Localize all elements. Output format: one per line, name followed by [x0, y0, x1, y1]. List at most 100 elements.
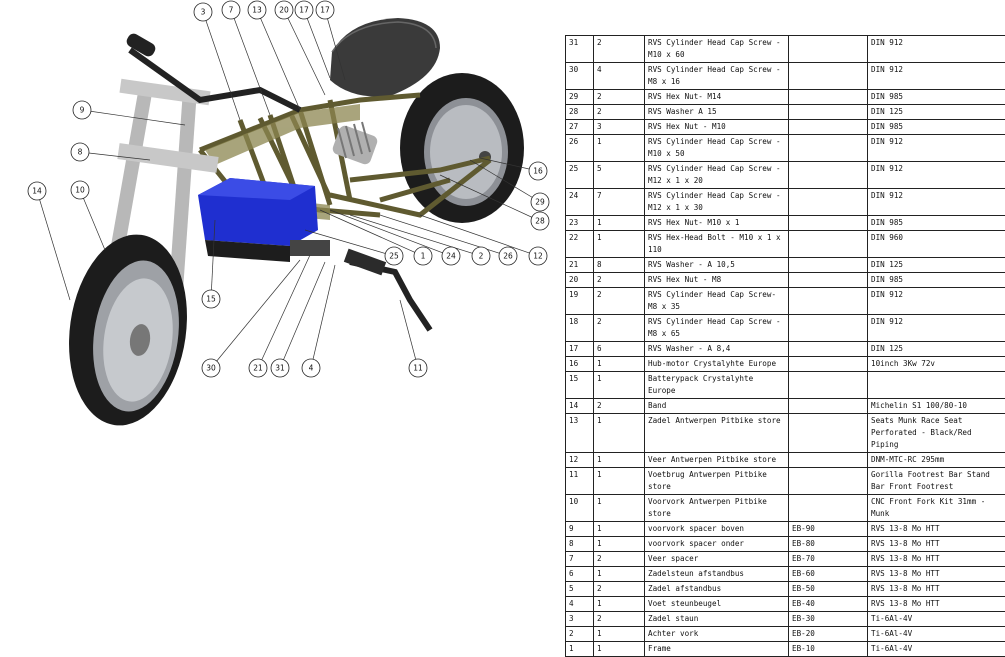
svg-text:25: 25	[389, 252, 399, 261]
bom-cell-material: RVS 13-8 Mo HTT	[868, 552, 1005, 567]
bom-cell-code	[789, 372, 868, 399]
bom-cell-code	[789, 189, 868, 216]
footrest-stand	[290, 240, 430, 330]
bom-cell-code	[789, 399, 868, 414]
bom-cell-code	[789, 135, 868, 162]
bom-cell-qty: 1	[594, 597, 645, 612]
callout-balloon: 13	[248, 1, 266, 19]
bom-cell-qty: 2	[594, 612, 645, 627]
bom-cell-item: 6	[566, 567, 594, 582]
bom-cell-desc: RVS Washer - A 10,5	[645, 258, 789, 273]
bom-cell-material: DIN 125	[868, 105, 1005, 120]
bom-cell-desc: RVS Hex Nut - M8	[645, 273, 789, 288]
callout-balloon: 11	[409, 359, 427, 377]
bom-cell-desc: Veer spacer	[645, 552, 789, 567]
bom-cell-code	[789, 90, 868, 105]
bom-cell-desc: Zadel afstandbus	[645, 582, 789, 597]
bom-cell-material: RVS 13-8 Mo HTT	[868, 597, 1005, 612]
bom-cell-qty: 1	[594, 357, 645, 372]
bom-cell-desc: RVS Washer - A 8,4	[645, 342, 789, 357]
svg-text:7: 7	[229, 6, 234, 15]
bom-cell-qty: 2	[594, 273, 645, 288]
callout-balloon: 7	[222, 1, 240, 19]
bom-cell-item: 7	[566, 552, 594, 567]
bom-cell-desc: Frame	[645, 642, 789, 657]
bom-cell-code	[789, 453, 868, 468]
callout-balloon: 30	[202, 359, 220, 377]
bom-cell-code	[789, 105, 868, 120]
bom-cell-material: DIN 912	[868, 36, 1005, 63]
bom-cell-desc: Hub-motor Crystalyhte Europe	[645, 357, 789, 372]
bom-cell-qty: 2	[594, 315, 645, 342]
bom-cell-material	[868, 372, 1005, 399]
bom-cell-material: DIN 912	[868, 162, 1005, 189]
bom-cell-code	[789, 216, 868, 231]
bom-cell-desc: Zadel Antwerpen Pitbike store	[645, 414, 789, 453]
svg-text:12: 12	[533, 252, 543, 261]
svg-text:1: 1	[421, 252, 426, 261]
bom-cell-item: 22	[566, 231, 594, 258]
svg-text:31: 31	[275, 364, 285, 373]
svg-text:8: 8	[78, 148, 83, 157]
bom-cell-item: 20	[566, 273, 594, 288]
svg-text:4: 4	[309, 364, 314, 373]
callout-leader	[284, 10, 325, 95]
bom-cell-item: 30	[566, 63, 594, 90]
bom-cell-material: DIN 985	[868, 216, 1005, 231]
bom-cell-item: 21	[566, 258, 594, 273]
bom-cell-code: EB-80	[789, 537, 868, 552]
svg-text:16: 16	[533, 167, 543, 176]
bom-cell-desc: RVS Cylinder Head Cap Screw- M8 x 35	[645, 288, 789, 315]
bom-cell-item: 29	[566, 90, 594, 105]
bom-cell-qty: 4	[594, 63, 645, 90]
svg-text:28: 28	[535, 217, 545, 226]
bom-cell-item: 10	[566, 495, 594, 522]
bom-cell-code: EB-50	[789, 582, 868, 597]
bom-cell-desc: RVS Cylinder Head Cap Screw - M8 x 65	[645, 315, 789, 342]
bom-cell-code: EB-70	[789, 552, 868, 567]
bom-cell-material: DIN 985	[868, 120, 1005, 135]
bom-cell-qty: 2	[594, 105, 645, 120]
svg-text:2: 2	[479, 252, 484, 261]
seat	[330, 18, 440, 97]
callout-balloon: 28	[531, 212, 549, 230]
bom-cell-qty: 1	[594, 537, 645, 552]
bom-cell-qty: 1	[594, 216, 645, 231]
bom-cell-item: 12	[566, 453, 594, 468]
svg-text:13: 13	[252, 6, 262, 15]
svg-text:17: 17	[299, 6, 309, 15]
bom-cell-material: DIN 125	[868, 258, 1005, 273]
callout-balloon: 29	[531, 193, 549, 211]
bom-cell-desc: voorvork spacer boven	[645, 522, 789, 537]
svg-text:20: 20	[279, 6, 289, 15]
bom-cell-item: 27	[566, 120, 594, 135]
bom-cell-item: 9	[566, 522, 594, 537]
callout-leader	[80, 190, 105, 250]
callout-balloon: 1	[414, 247, 432, 265]
bom-cell-item: 5	[566, 582, 594, 597]
bom-cell-qty: 1	[594, 231, 645, 258]
bom-cell-code	[789, 258, 868, 273]
bom-cell-material: DIN 912	[868, 135, 1005, 162]
bom-cell-desc: RVS Hex Nut- M10 x 1	[645, 216, 789, 231]
bom-cell-qty: 2	[594, 399, 645, 414]
bom-cell-material: DIN 125	[868, 342, 1005, 357]
callout-balloon: 16	[529, 162, 547, 180]
bom-cell-desc: RVS Washer A 15	[645, 105, 789, 120]
bom-cell-qty: 1	[594, 642, 645, 657]
bom-cell-code: EB-20	[789, 627, 868, 642]
svg-text:29: 29	[535, 198, 545, 207]
